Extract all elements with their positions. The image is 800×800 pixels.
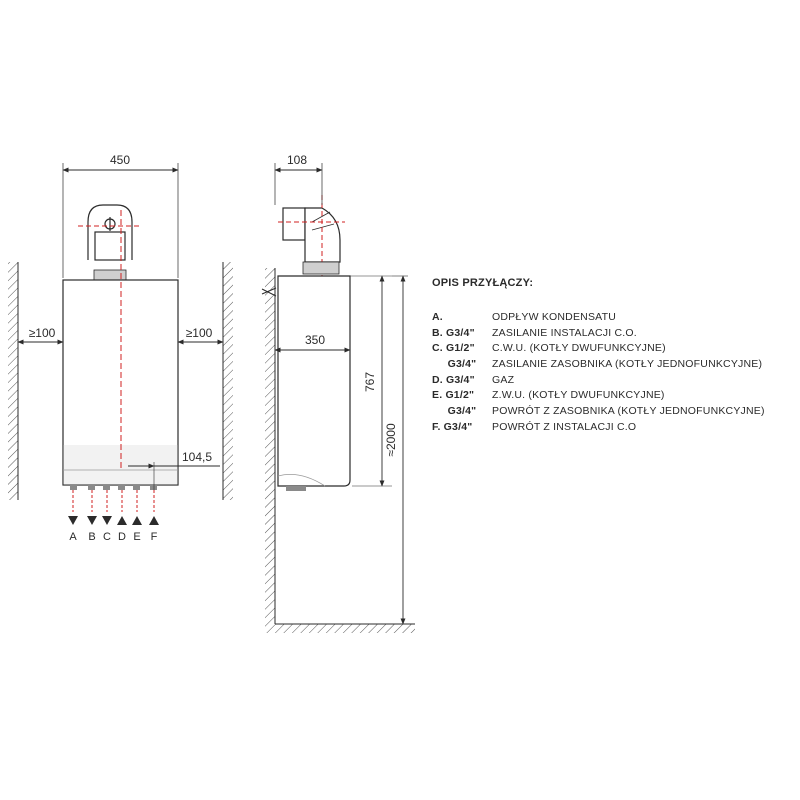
connection-offset-label: 104,5: [182, 450, 212, 464]
mount-height-label: ≈2000: [384, 423, 398, 457]
legend-row: E. G1/2" Z.W.U. (KOTŁY DWUFUNKCYJNE): [432, 387, 792, 403]
legend-code: G3/4": [432, 357, 477, 370]
side-view: 108 350 767 ≈2000: [261, 153, 415, 633]
connection-arrows: [68, 516, 159, 525]
legend-desc: ZASILANIE INSTALACJI C.O.: [492, 326, 637, 339]
right-clearance-label: ≥100: [186, 326, 213, 340]
front-flue: [87, 204, 133, 261]
body-depth-label: 350: [305, 333, 325, 347]
legend-code: C. G1/2": [432, 342, 475, 355]
legend-desc: POWRÓT Z INSTALACJI C.O: [492, 420, 637, 433]
side-wall-hatch: [265, 268, 275, 624]
legend-code: D. G3/4": [432, 373, 475, 386]
arrow-b: [87, 516, 97, 525]
flue-depth-label: 108: [287, 153, 307, 167]
legend-code: G3/4": [432, 404, 477, 417]
legend-row: A. ODPŁYW KONDENSATU: [432, 309, 792, 325]
connection-stubs: [70, 485, 157, 490]
floor-hatch: [265, 624, 415, 633]
width-dimension-label: 450: [110, 153, 130, 167]
letter-f: F: [151, 531, 158, 543]
legend-row: F. G3/4" POWRÓT Z INSTALACJI C.O: [432, 419, 792, 435]
legend-code: A.: [432, 310, 443, 323]
arrow-c: [102, 516, 112, 525]
legend-row: D. G3/4" GAZ: [432, 372, 792, 388]
legend-desc: ODPŁYW KONDENSATU: [492, 310, 616, 323]
letter-d: D: [118, 531, 126, 543]
side-flue-elbow: [282, 207, 341, 263]
legend-desc: POWRÓT Z ZASOBNIKA (KOTŁY JEDNOFUNKCYJNE…: [492, 404, 765, 417]
right-wall-hatch: [223, 262, 233, 500]
letter-a: A: [69, 531, 77, 543]
legend-row: G3/4" POWRÓT Z ZASOBNIKA (KOTŁY JEDNOFUN…: [432, 403, 792, 419]
legend-row: B. G3/4" ZASILANIE INSTALACJI C.O.: [432, 325, 792, 341]
letter-b: B: [88, 531, 95, 543]
left-clearance-label: ≥100: [29, 326, 56, 340]
connections-legend: OPIS PRZYŁĄCZY: A. ODPŁYW KONDENSATU B. …: [432, 277, 792, 435]
left-wall-hatch: [8, 262, 18, 500]
legend-code: F. G3/4": [432, 420, 473, 433]
letter-e: E: [133, 531, 140, 543]
legend-desc: ZASILANIE ZASOBNIKA (KOTŁY JEDNOFUNKCYJN…: [492, 357, 763, 370]
letter-c: C: [103, 531, 111, 543]
side-boiler-body: [277, 275, 351, 487]
arrow-d: [117, 516, 127, 525]
front-view: A B C D E F 450 ≥100 ≥100 104,5: [8, 153, 233, 543]
legend-row: C. G1/2" C.W.U. (KOTŁY DWUFUNKCYJNE): [432, 340, 792, 356]
legend-row: G3/4" ZASILANIE ZASOBNIKA (KOTŁY JEDNOFU…: [432, 356, 792, 372]
arrow-f: [149, 516, 159, 525]
legend-desc: C.W.U. (KOTŁY DWUFUNKCYJNE): [492, 342, 666, 355]
arrow-e: [132, 516, 142, 525]
height-label: 767: [363, 372, 377, 392]
arrow-a: [68, 516, 78, 525]
legend-title: OPIS PRZYŁĄCZY:: [432, 277, 534, 289]
legend-desc: Z.W.U. (KOTŁY DWUFUNKCYJNE): [492, 389, 665, 402]
legend-code: E. G1/2": [432, 389, 475, 402]
legend-code: B. G3/4": [432, 326, 475, 339]
legend-desc: GAZ: [492, 373, 515, 386]
